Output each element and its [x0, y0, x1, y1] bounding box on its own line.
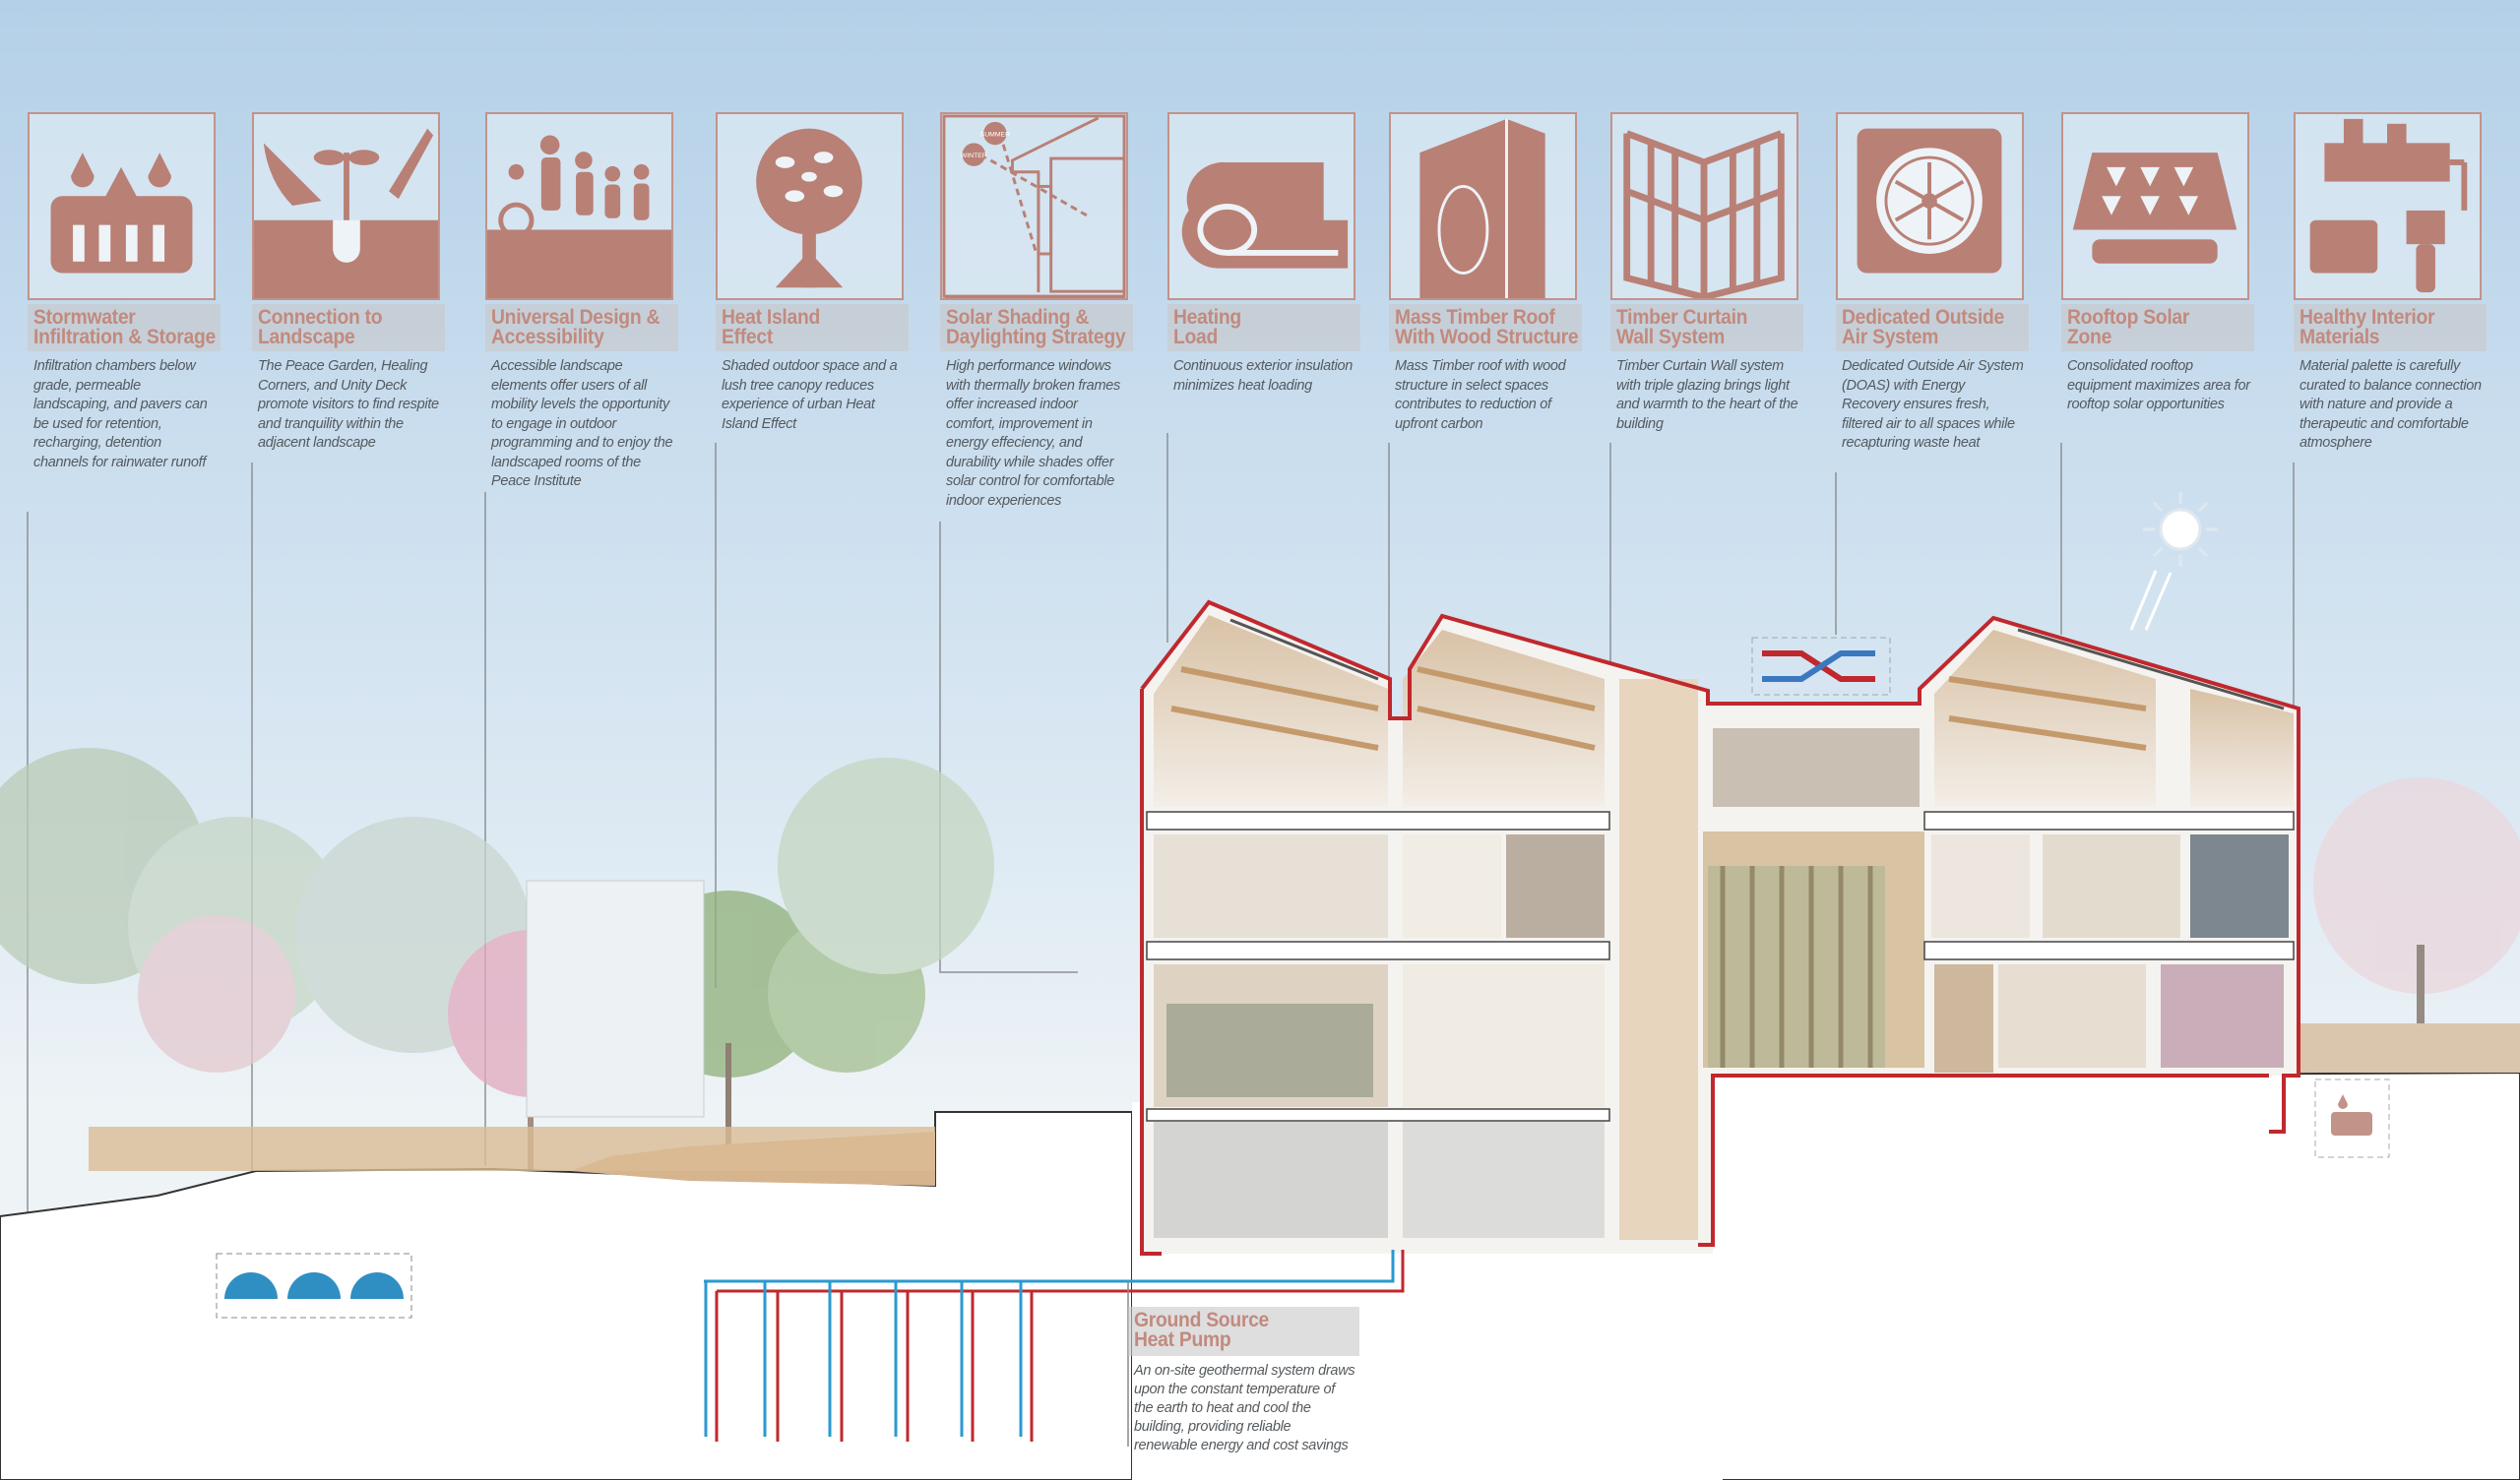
insulation-roll-icon — [1167, 112, 1355, 300]
feature-title: Mass Timber Roof With Wood Structure — [1389, 304, 1582, 351]
curtain-wall-icon — [1610, 112, 1798, 300]
feature-description: An on-site geothermal system draws upon … — [1134, 1363, 1355, 1453]
sun-angle-section-icon: SUMMER WINTER — [940, 112, 1128, 300]
feature-timber-curtain-wall-system: Timber Curtain Wall System Timber Curtai… — [1610, 112, 1803, 434]
feature-title-line: Solar Shading & — [946, 306, 1090, 329]
feature-title: Rooftop Solar Zone — [2061, 304, 2254, 351]
feature-title: Heat Island Effect — [716, 304, 909, 351]
site-wall — [2299, 1023, 2520, 1073]
feature-title-line: With Wood Structure — [1395, 326, 1579, 348]
background-building — [526, 880, 705, 1118]
icon-label-winter: WINTER — [961, 153, 987, 159]
feature-title-line: Wall System — [1616, 326, 1726, 348]
feature-mass-timber-roof-with-wood-structure: Mass Timber Roof With Wood Structure Mas… — [1389, 112, 1582, 434]
feature-title-line: Landscape — [258, 326, 355, 348]
feature-description: Shaded outdoor space and a lush tree can… — [722, 358, 898, 432]
feature-description: Timber Curtain Wall system with triple g… — [1616, 358, 1798, 432]
feature-title: Ground Source Heat Pump — [1128, 1307, 1359, 1356]
feature-description: Infiltration chambers below grade, perme… — [33, 358, 208, 470]
feature-heat-island-effect: Heat Island Effect Shaded outdoor space … — [716, 112, 909, 434]
feature-title-line: Connection to — [258, 306, 383, 329]
feature-title-line: Rooftop Solar — [2067, 306, 2190, 329]
feature-title-line: Mass Timber Roof — [1395, 306, 1555, 329]
feature-title-line: Daylighting Strategy — [946, 326, 1126, 348]
feature-title-line: Timber Curtain — [1616, 306, 1748, 329]
feature-description: Consolidated rooftop equipment maximizes… — [2067, 358, 2250, 412]
feature-title-line: Air System — [1842, 326, 1939, 348]
feature-title: Universal Design & Accessibility — [485, 304, 678, 351]
infiltration-chambers — [216, 1253, 412, 1319]
icon-label-summer: SUMMER — [980, 132, 1010, 139]
feature-title: Stormwater Infiltration & Storage — [28, 304, 220, 351]
building-section — [1140, 599, 2300, 1256]
feature-healthy-interior-materials: Healthy Interior Materials Material pale… — [2294, 112, 2487, 454]
feature-title-line: Load — [1173, 326, 1219, 348]
feature-title-line: Stormwater — [33, 306, 136, 329]
doas-unit — [1751, 637, 1891, 696]
feature-ground-source-heat-pump: Ground Source Heat Pump An on-site geoth… — [1128, 1303, 1359, 1455]
small-stormwater-icon — [2314, 1079, 2390, 1158]
feature-title: Healthy Interior Materials — [2294, 304, 2487, 351]
feature-title-line: Heat Island — [722, 306, 821, 329]
paint-roller-icon — [2294, 112, 2482, 300]
feature-title-line: Zone — [2067, 326, 2112, 348]
deck — [89, 1127, 935, 1171]
stormwater-icon — [28, 112, 216, 300]
timber-beam-icon — [1389, 112, 1577, 300]
feature-connection-to-landscape: Connection to Landscape The Peace Garden… — [252, 112, 445, 454]
solar-panel-icon — [2061, 112, 2249, 300]
feature-title-line: Infiltration & Storage — [33, 326, 216, 348]
geothermal-loops — [704, 1250, 1405, 1442]
planting-hands-icon — [252, 112, 440, 300]
feature-title-line: Heating — [1173, 306, 1241, 329]
feature-stormwater-infiltration-storage: Stormwater Infiltration & Storage Infilt… — [28, 112, 220, 472]
tree-icon — [716, 112, 904, 300]
feature-title: Solar Shading & Daylighting Strategy — [940, 304, 1133, 351]
feature-description: Mass Timber roof with wood structure in … — [1395, 358, 1566, 432]
feature-description: The Peace Garden, Healing Corners, and U… — [258, 358, 439, 451]
feature-description: Accessible landscape elements offer user… — [491, 358, 673, 489]
feature-title-line: Effect — [722, 326, 774, 348]
feature-title-line: Accessibility — [491, 326, 604, 348]
feature-description: Material palette is carefully curated to… — [2300, 358, 2482, 451]
feature-title-line: Ground Source — [1134, 1309, 1270, 1331]
feature-title-line: Materials — [2300, 326, 2380, 348]
feature-solar-shading-daylighting-strategy: SUMMER WINTER Solar Shading & Daylighting… — [940, 112, 1133, 511]
feature-title: Dedicated Outside Air System — [1836, 304, 2029, 351]
sun-icon — [2129, 492, 2218, 631]
feature-title-line: Healthy Interior — [2300, 306, 2435, 329]
feature-title-line: Dedicated Outside — [1842, 306, 2004, 329]
feature-rooftop-solar-zone: Rooftop Solar Zone Consolidated rooftop … — [2061, 112, 2254, 415]
feature-description: Continuous exterior insulation minimizes… — [1173, 358, 1354, 394]
feature-dedicated-outside-air-system: Dedicated Outside Air System Dedicated O… — [1836, 112, 2029, 454]
people-wheelchair-icon — [485, 112, 673, 300]
feature-title: Connection to Landscape — [252, 304, 445, 351]
feature-title: Timber Curtain Wall System — [1610, 304, 1803, 351]
feature-universal-design-accessibility: Universal Design & Accessibility Accessi… — [485, 112, 678, 492]
feature-title-line: Heat Pump — [1134, 1328, 1231, 1351]
feature-heating-load: Heating Load Continuous exterior insulat… — [1167, 112, 1360, 396]
thermal-envelope — [1140, 599, 2300, 1256]
fan-unit-icon — [1836, 112, 2024, 300]
feature-description: Dedicated Outside Air System (DOAS) with… — [1842, 358, 2024, 451]
feature-description: High performance windows with thermally … — [946, 358, 1120, 509]
ground-right — [1712, 1071, 2520, 1480]
feature-title: Heating Load — [1167, 304, 1360, 351]
feature-title-line: Universal Design & — [491, 306, 661, 329]
